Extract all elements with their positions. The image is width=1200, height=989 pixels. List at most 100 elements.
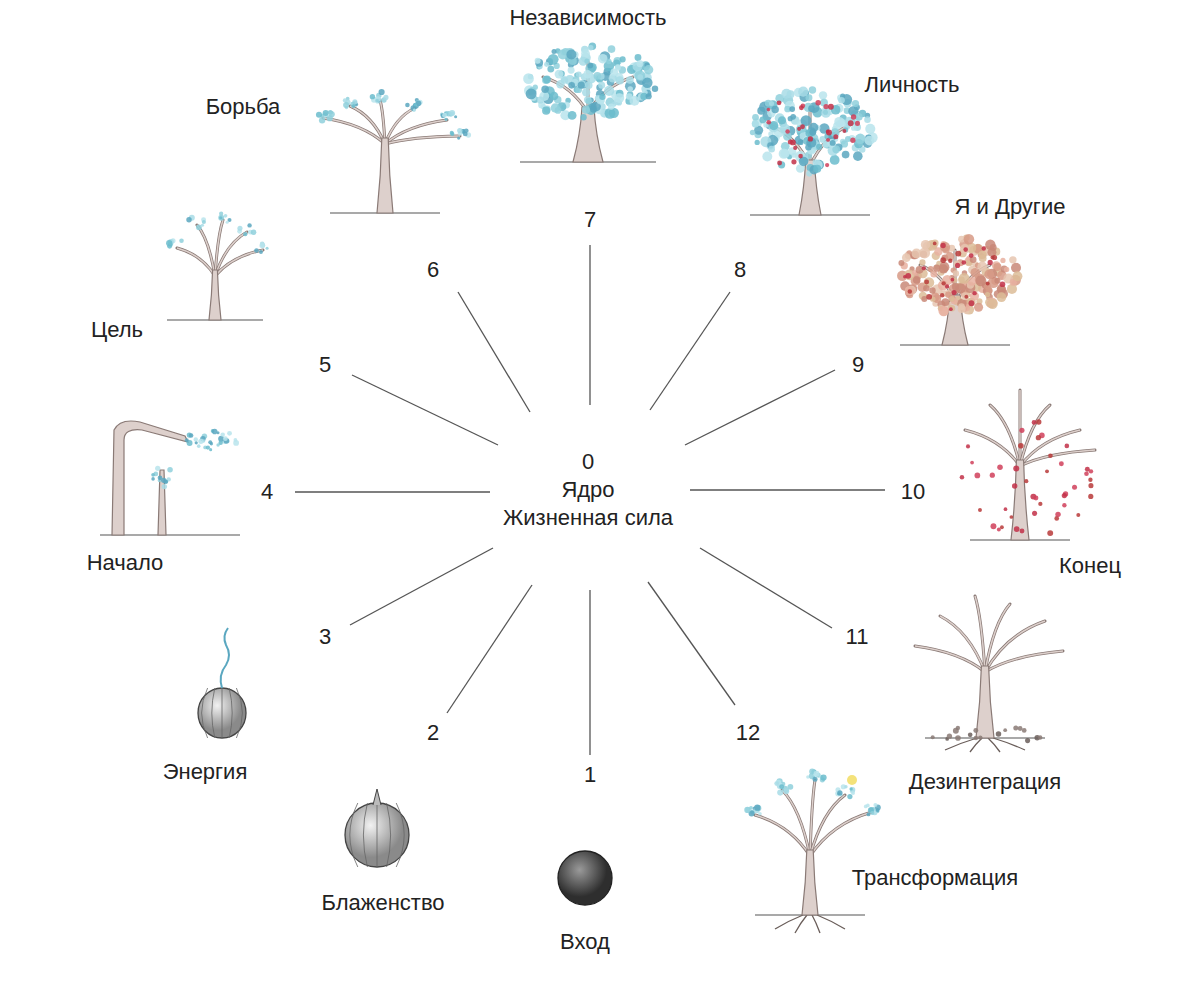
leaf (1038, 502, 1042, 506)
leaf (626, 76, 634, 84)
leaf (779, 784, 784, 789)
leaf (928, 266, 934, 272)
sprout (221, 628, 229, 688)
branch-fill (1020, 450, 1095, 466)
energy-bulb (198, 628, 246, 738)
leaf (1019, 428, 1024, 433)
leaf (940, 243, 945, 248)
leaf (975, 473, 981, 479)
tree-drawing (316, 89, 471, 213)
leaf (837, 790, 842, 795)
stage-label: Независимость (509, 5, 666, 30)
leaf (962, 260, 967, 265)
leaf (940, 242, 950, 252)
spoke-line (650, 292, 730, 410)
bulb-rib (396, 803, 404, 867)
leaf (1014, 526, 1020, 532)
leaf (620, 56, 626, 62)
leaf (955, 251, 961, 257)
tree-trunk (942, 295, 968, 345)
leaf (316, 112, 322, 118)
label-text: 9 (852, 352, 864, 377)
leaf (966, 444, 970, 448)
leaf (568, 82, 575, 89)
leaf (774, 781, 779, 786)
leaf (830, 155, 840, 165)
leaf (933, 242, 937, 246)
leaf (982, 246, 986, 250)
leaf (251, 230, 257, 236)
leaf (590, 106, 597, 113)
branch-fill (990, 405, 1020, 466)
leaf (1034, 496, 1039, 501)
leaf (1022, 728, 1027, 733)
leaf (826, 130, 832, 136)
center-number: 0 (582, 449, 594, 474)
branch (1020, 450, 1095, 466)
center-text: Жизненная сила (503, 505, 673, 530)
leaf (852, 100, 859, 107)
branch-fill (975, 596, 985, 672)
leaf (615, 93, 625, 103)
branch-fill (323, 118, 385, 144)
leaf (919, 259, 925, 265)
leaf (635, 70, 646, 81)
leaf (942, 298, 950, 306)
leaf (167, 467, 173, 473)
leaf (1048, 453, 1053, 458)
leaf (644, 65, 653, 74)
leaf (237, 226, 242, 231)
bulb-rib (212, 688, 215, 738)
leaf (166, 240, 172, 246)
leaf (1000, 258, 1005, 263)
label-text: 12 (736, 720, 760, 745)
leaf (1004, 507, 1008, 511)
leaf (457, 128, 462, 133)
label-text: 4 (261, 479, 273, 504)
leaf (916, 266, 924, 274)
leaf (790, 114, 796, 120)
leaf (194, 437, 198, 441)
callout-number: 6 (427, 257, 439, 282)
leaf (1062, 493, 1067, 498)
leaf (1036, 419, 1041, 424)
leaf (197, 444, 201, 448)
tree-drawing (520, 43, 658, 162)
leaf (838, 97, 845, 104)
branch (975, 596, 985, 672)
branch (990, 405, 1020, 466)
leaf (1047, 530, 1053, 536)
leaf (974, 303, 983, 312)
leaf (968, 300, 974, 306)
branch (197, 225, 215, 276)
leaf (923, 285, 930, 292)
tree-drawing (915, 596, 1063, 752)
leaf (823, 104, 828, 109)
leaf (552, 49, 557, 54)
root-line (795, 915, 807, 933)
bulb-rib (363, 803, 367, 867)
leaf (951, 278, 955, 282)
leaf (1012, 271, 1022, 281)
leaf (851, 125, 857, 131)
leaf (578, 82, 585, 89)
leaf (582, 88, 590, 96)
leaf (787, 784, 793, 790)
leaf (223, 436, 228, 441)
callout-number: 3 (319, 624, 331, 649)
leaf (940, 257, 946, 263)
label-text: 10 (901, 479, 925, 504)
leaf (766, 120, 771, 125)
leaf (997, 464, 1003, 470)
leaf (202, 220, 206, 224)
stage-label: Энергия (163, 759, 248, 784)
leaf (749, 806, 753, 810)
leaf (836, 120, 843, 127)
leaf (954, 261, 960, 267)
stage-label: Личность (864, 72, 959, 97)
leaf (580, 114, 586, 120)
label-text: 1 (584, 762, 596, 787)
leaf (767, 108, 771, 112)
leaf (938, 306, 948, 316)
leaf (974, 736, 979, 741)
